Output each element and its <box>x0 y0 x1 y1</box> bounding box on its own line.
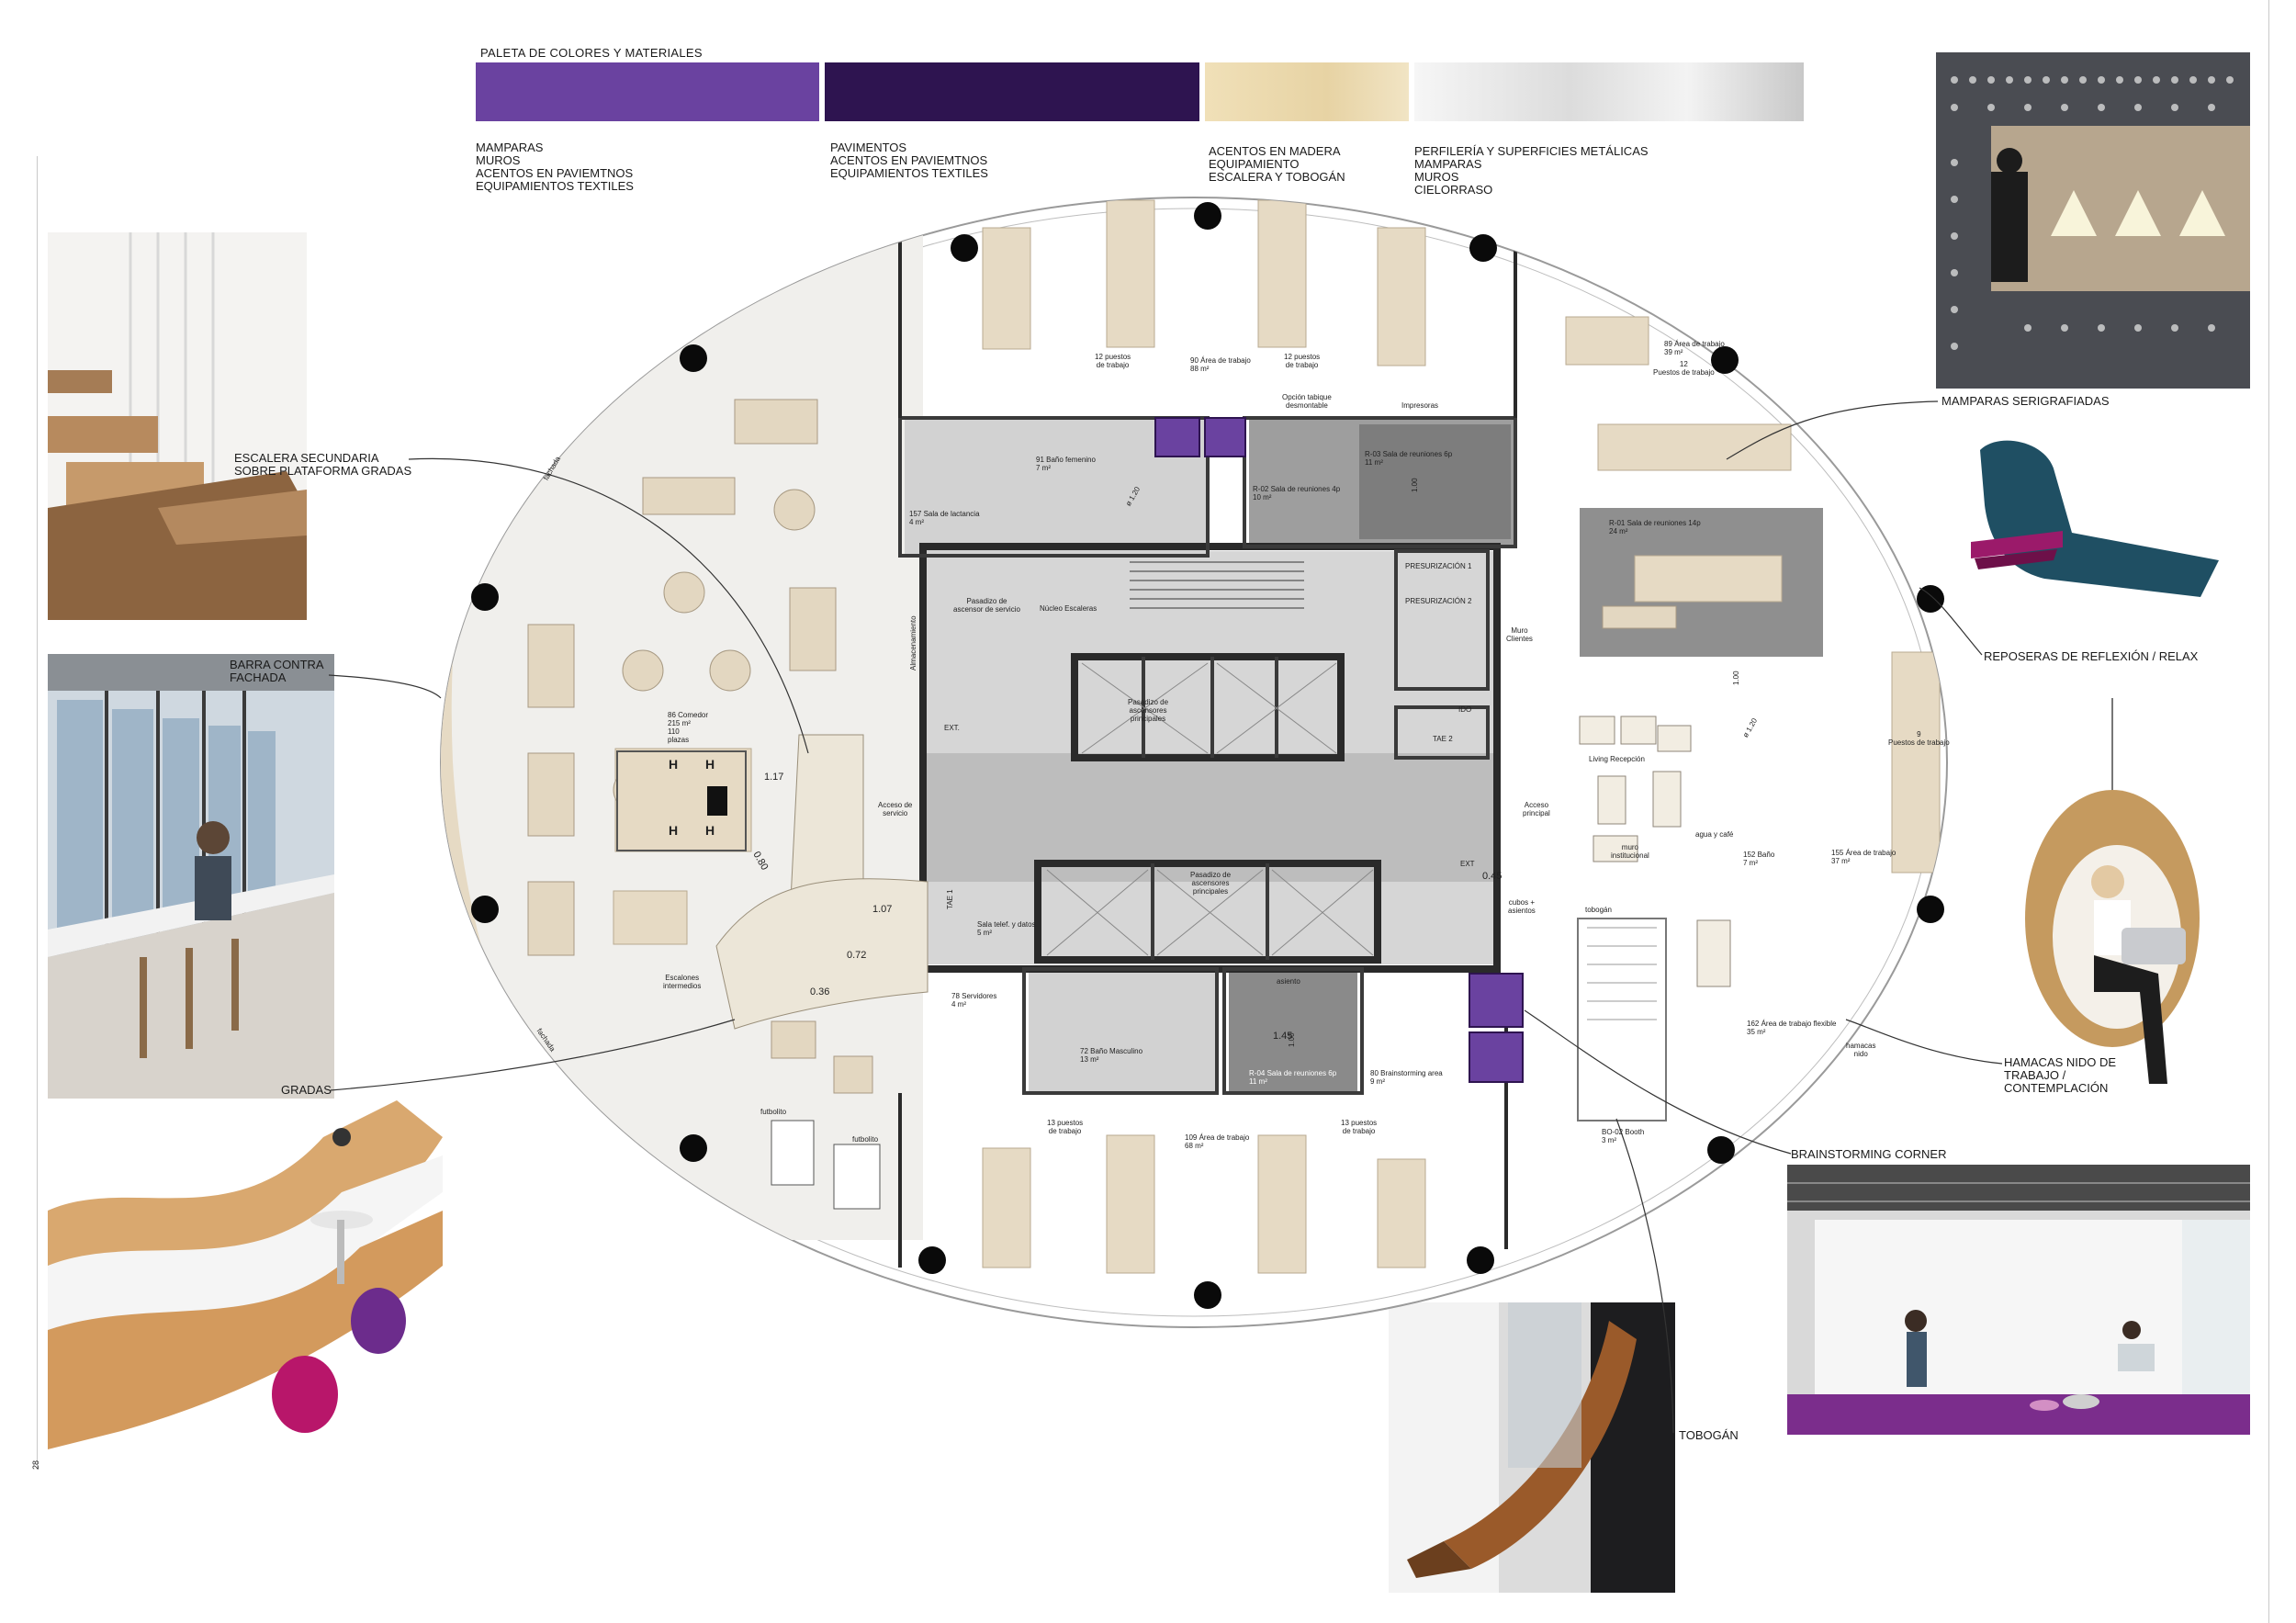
label-presurizacion1: PRESURIZACIÓN 1 <box>1405 562 1472 570</box>
label-almacenamiento: Almacenamiento <box>909 615 917 671</box>
label-tae2: TAE 2 <box>1433 735 1453 743</box>
label-futbolito1: futbolito <box>760 1108 787 1116</box>
label-h2: H <box>705 757 715 772</box>
lift-boxes <box>616 750 747 851</box>
label-dim-100a: 1.00 <box>1411 478 1419 492</box>
label-futbolito2: futbolito <box>852 1135 879 1144</box>
label-living: Living Recepción <box>1589 755 1645 763</box>
columns <box>471 202 1944 1309</box>
swatch-wood <box>1205 62 1409 121</box>
swatch-violet <box>476 62 819 121</box>
label-h4: H <box>705 823 715 838</box>
label-dim-100b: 1.00 <box>1732 671 1740 685</box>
callout-reposeras: REPOSERAS DE REFLEXIÓN / RELAX <box>1984 649 2199 663</box>
photo-tobogan <box>1389 1302 1675 1593</box>
callout-gradas: GRADAS <box>281 1083 332 1097</box>
page-left-rule <box>37 156 38 1470</box>
swatch-dark-violet <box>825 62 1199 121</box>
label-tobogan: tobogán <box>1585 906 1612 914</box>
label-nucleo: Núcleo Escaleras <box>1040 604 1097 613</box>
photo-brainstorming <box>1787 1165 2250 1435</box>
label-dim-036: 0.36 <box>810 986 830 997</box>
callout-tobogan: TOBOGÁN <box>1679 1428 1739 1442</box>
photo-hamaca <box>2020 698 2204 1121</box>
label-asiento: asiento <box>1277 977 1300 986</box>
photo-gradas <box>48 1100 443 1464</box>
label-h3: H <box>669 823 679 838</box>
label-cubos: cubos +asientos <box>1508 898 1536 915</box>
label-agua-cafe: agua y café <box>1695 830 1734 839</box>
label-ido: IDO <box>1458 705 1472 714</box>
label-ext: EXT. <box>944 724 960 732</box>
swatch-metal <box>1414 62 1804 121</box>
leader-lines <box>328 400 2003 1434</box>
callout-mamparas: MAMPARAS SERIGRAFIADAS <box>1941 394 2110 408</box>
label-ext2: EXT <box>1460 860 1475 868</box>
photo-mamparas <box>1936 52 2250 389</box>
label-dim-107: 1.07 <box>872 904 893 915</box>
label-impresoras: Impresoras <box>1401 401 1439 410</box>
callout-brainstorming: BRAINSTORMING CORNER <box>1791 1147 1947 1161</box>
label-dim-145: 1.45 <box>1273 1031 1293 1042</box>
label-dim-045: 0.45 <box>1482 871 1503 882</box>
photo-reposera <box>1962 432 2237 615</box>
label-dim-117: 1.17 <box>764 772 784 783</box>
label-tae1: TAE 1 <box>946 889 954 909</box>
label-dim-072: 0.72 <box>847 950 867 961</box>
label-presurizacion2: PRESURIZACIÓN 2 <box>1405 597 1472 605</box>
palette-title: PALETA DE COLORES Y MATERIALES <box>480 46 703 60</box>
photo-stair <box>48 232 307 620</box>
label-h1: H <box>669 757 679 772</box>
page-right-rule <box>2268 0 2269 1623</box>
photo-bar <box>48 654 334 1099</box>
